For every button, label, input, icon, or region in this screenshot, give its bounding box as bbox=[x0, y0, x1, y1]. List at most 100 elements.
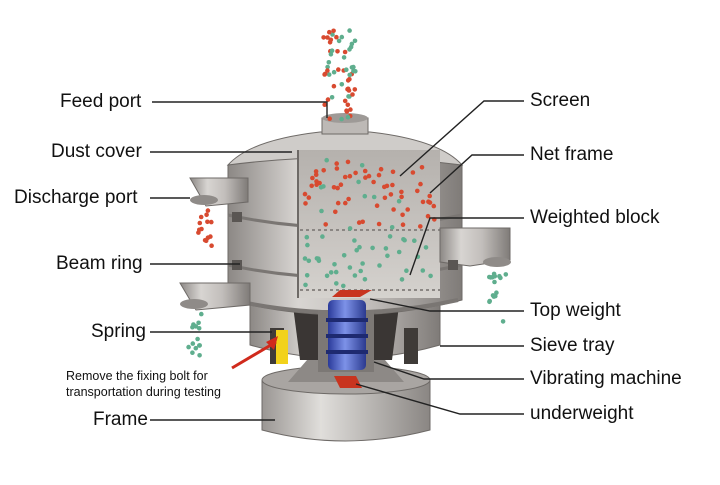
particle bbox=[418, 224, 423, 229]
particle bbox=[359, 163, 365, 168]
label-feed-port: Feed port bbox=[60, 91, 142, 112]
particle bbox=[388, 192, 394, 197]
particle bbox=[332, 262, 337, 267]
particle bbox=[376, 221, 382, 227]
particle bbox=[341, 283, 346, 289]
particle bbox=[399, 194, 404, 200]
particle bbox=[193, 345, 199, 351]
particle bbox=[382, 195, 388, 201]
particle bbox=[199, 311, 204, 317]
particle bbox=[376, 172, 382, 178]
particle bbox=[342, 98, 348, 104]
particle bbox=[205, 219, 210, 225]
beam-ring-clamps bbox=[232, 212, 458, 270]
particle bbox=[322, 102, 328, 107]
particle bbox=[341, 253, 347, 258]
particle bbox=[330, 32, 335, 37]
particle bbox=[322, 71, 328, 77]
particle bbox=[328, 37, 334, 43]
label-dust-cover: Dust cover bbox=[51, 141, 142, 162]
discharge-ports bbox=[179, 177, 511, 311]
particle bbox=[325, 68, 330, 73]
particle bbox=[412, 238, 417, 243]
particle bbox=[371, 179, 376, 185]
particle bbox=[335, 49, 340, 54]
particle bbox=[304, 273, 310, 278]
particle bbox=[345, 102, 351, 108]
label-spring: Spring bbox=[91, 321, 146, 342]
particle bbox=[314, 256, 320, 261]
particle bbox=[304, 234, 310, 240]
particle bbox=[353, 170, 358, 176]
particle bbox=[326, 72, 332, 77]
particle bbox=[354, 247, 360, 253]
particle bbox=[352, 87, 358, 92]
particle bbox=[399, 189, 404, 195]
particle bbox=[374, 203, 380, 208]
particle bbox=[410, 170, 416, 175]
particle bbox=[415, 188, 420, 194]
particle bbox=[349, 41, 355, 47]
label-net-frame: Net frame bbox=[530, 144, 614, 165]
particle bbox=[399, 277, 405, 282]
label-frame: Frame bbox=[93, 409, 148, 430]
particle bbox=[323, 222, 329, 227]
particle bbox=[400, 212, 405, 218]
particle bbox=[209, 219, 214, 225]
particle bbox=[329, 95, 335, 100]
particle bbox=[339, 116, 344, 122]
particle bbox=[356, 220, 362, 225]
particle bbox=[331, 83, 337, 89]
particle bbox=[317, 180, 322, 186]
particle bbox=[345, 114, 351, 120]
cutaway-interior bbox=[297, 150, 440, 298]
particle bbox=[305, 242, 310, 248]
particle bbox=[306, 258, 312, 264]
particle bbox=[342, 174, 348, 180]
particle bbox=[492, 279, 497, 285]
particle bbox=[497, 273, 502, 279]
label-top-weight: Top weight bbox=[530, 300, 621, 321]
particle bbox=[420, 199, 426, 205]
particle bbox=[324, 157, 330, 163]
particle bbox=[197, 343, 202, 348]
particle bbox=[193, 324, 199, 329]
label-beam-ring: Beam ring bbox=[56, 253, 143, 274]
springs bbox=[270, 328, 418, 364]
spring-note-line1: Remove the fixing bolt for bbox=[66, 369, 208, 383]
particle bbox=[500, 319, 506, 324]
particle bbox=[203, 238, 209, 244]
particle bbox=[390, 182, 395, 188]
particle bbox=[347, 265, 353, 270]
particle bbox=[339, 82, 345, 87]
particle bbox=[347, 47, 352, 52]
particle bbox=[362, 193, 368, 199]
particle bbox=[324, 273, 330, 279]
particle bbox=[325, 64, 330, 70]
particle bbox=[198, 214, 204, 220]
particle bbox=[302, 191, 308, 197]
particle bbox=[336, 67, 341, 72]
particle bbox=[347, 76, 352, 82]
spring-note-line2: transportation during testing bbox=[66, 385, 221, 399]
particle bbox=[357, 244, 362, 250]
particle bbox=[321, 35, 326, 40]
particle bbox=[385, 253, 390, 259]
particle bbox=[396, 249, 402, 255]
particle bbox=[306, 195, 312, 200]
particle bbox=[431, 203, 437, 209]
particle bbox=[362, 277, 368, 282]
particle bbox=[348, 107, 353, 112]
particle bbox=[389, 225, 395, 230]
particle bbox=[426, 199, 431, 204]
particle bbox=[333, 269, 339, 275]
particle bbox=[327, 29, 332, 35]
particle bbox=[377, 263, 382, 268]
particle bbox=[335, 185, 340, 191]
particle bbox=[356, 179, 361, 185]
particle bbox=[321, 184, 326, 189]
particle bbox=[487, 299, 492, 305]
particle bbox=[331, 28, 336, 34]
particle bbox=[321, 168, 327, 173]
